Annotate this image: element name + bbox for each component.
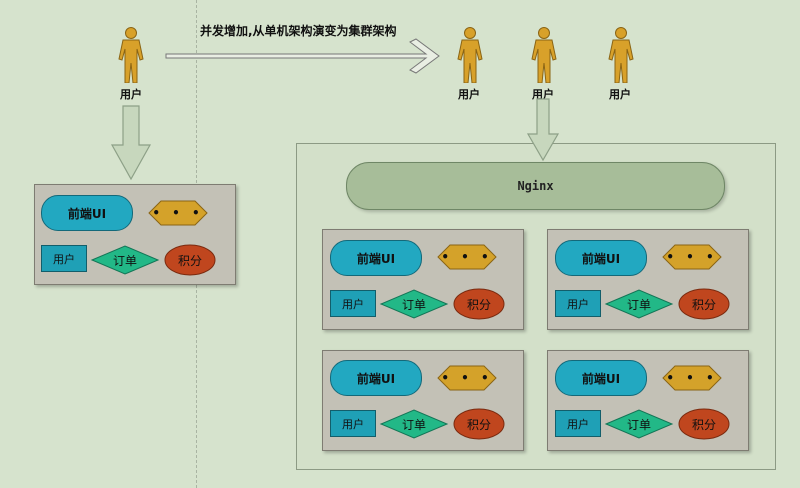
points-label: 积分 — [466, 417, 491, 432]
points-label: 积分 — [691, 417, 716, 432]
user-label: 用户 — [532, 88, 554, 101]
user-person-icon — [118, 27, 144, 83]
frontend-ui-node: 前端UI — [330, 360, 422, 396]
points-label: 积分 — [177, 253, 202, 268]
ellipsis-hexagon-node — [662, 365, 722, 391]
user-module-node: 用户 — [555, 290, 601, 317]
ellipsis-hexagon-node — [662, 244, 722, 270]
order-diamond-node — [604, 289, 674, 319]
user-module-node: 用户 — [330, 290, 376, 317]
points-ellipse-node — [678, 288, 730, 320]
ellipsis-hexagon-node — [437, 365, 497, 391]
user-person-icon — [531, 27, 557, 83]
ellipsis-label: • • • — [666, 250, 718, 264]
ellipsis-label: • • • — [441, 371, 493, 385]
order-diamond-node — [604, 409, 674, 439]
order-label: 订单 — [626, 417, 651, 432]
user-person-icon — [457, 27, 483, 83]
user-person-icon — [608, 27, 634, 83]
ellipsis-label: • • • — [441, 250, 493, 264]
order-label: 订单 — [112, 253, 137, 268]
user-module-node: 用户 — [330, 410, 376, 437]
points-ellipse-node — [453, 408, 505, 440]
order-label: 订单 — [626, 297, 651, 312]
user-module-node: 用户 — [41, 245, 87, 272]
order-label: 订单 — [401, 417, 426, 432]
ellipsis-hexagon-node — [437, 244, 497, 270]
order-diamond-node — [379, 289, 449, 319]
points-ellipse-node — [678, 408, 730, 440]
evolution-caption: 并发增加,从单机架构演变为集群架构 — [200, 24, 397, 38]
ellipsis-label: • • • — [152, 206, 204, 220]
nginx-load-balancer: Nginx — [346, 162, 725, 210]
user-label: 用户 — [458, 88, 480, 101]
frontend-ui-node: 前端UI — [555, 240, 647, 276]
order-label: 订单 — [401, 297, 426, 312]
ellipsis-hexagon-node — [148, 200, 208, 226]
user-module-node: 用户 — [555, 410, 601, 437]
frontend-ui-node: 前端UI — [41, 195, 133, 231]
points-ellipse-node — [453, 288, 505, 320]
down-arrow-icon — [526, 98, 560, 162]
points-ellipse-node — [164, 244, 216, 276]
right-arrow-icon — [165, 38, 440, 74]
points-label: 积分 — [691, 297, 716, 312]
order-diamond-node — [379, 409, 449, 439]
down-arrow-icon — [110, 105, 152, 181]
frontend-ui-node: 前端UI — [555, 360, 647, 396]
order-diamond-node — [90, 245, 160, 275]
points-label: 积分 — [466, 297, 491, 312]
ellipsis-label: • • • — [666, 371, 718, 385]
user-label: 用户 — [120, 88, 142, 101]
frontend-ui-node: 前端UI — [330, 240, 422, 276]
user-label: 用户 — [609, 88, 631, 101]
